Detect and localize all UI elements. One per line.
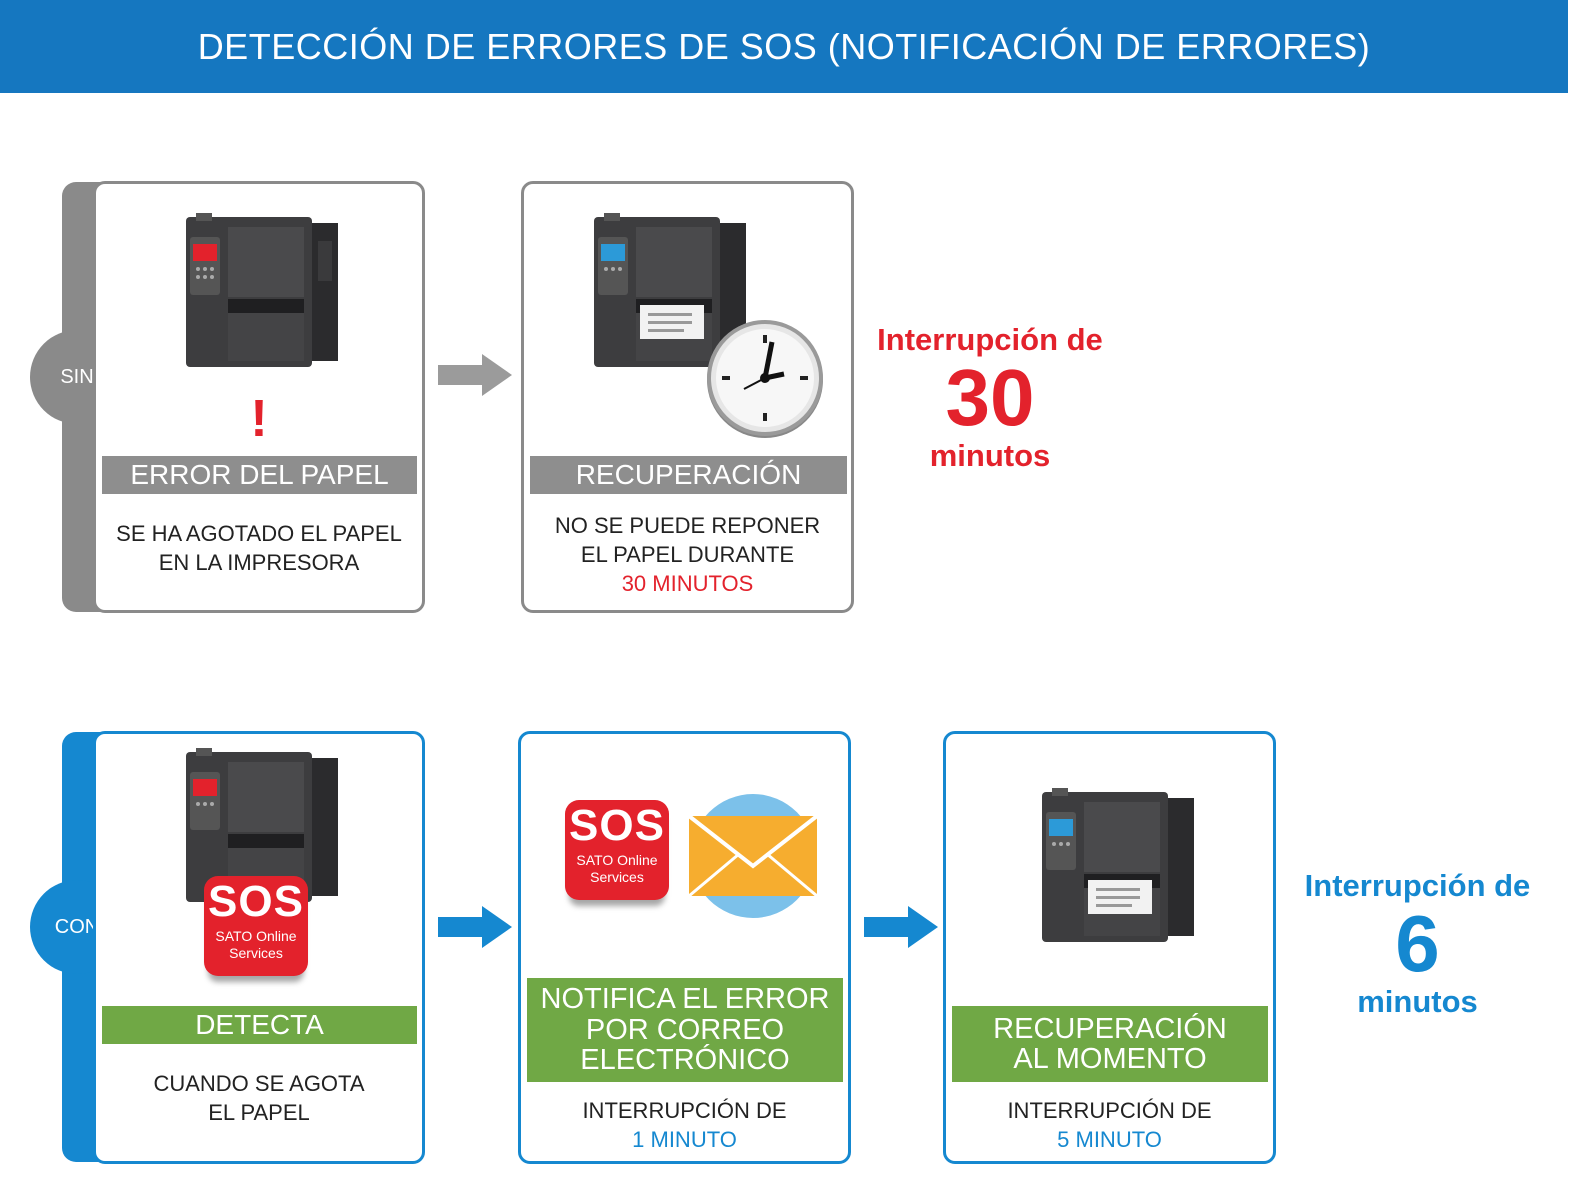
sos-badge-sub1: SATO Online [204, 928, 308, 945]
sin-step2-heading: RECUPERACIÓN [530, 456, 847, 494]
sin-step1-line2: EN LA IMPRESORA [96, 548, 422, 577]
arrow-right-icon [438, 906, 512, 948]
sos-badge-sub2: Services [204, 945, 308, 962]
sin-step1-desc: SE HA AGOTADO EL PAPEL EN LA IMPRESORA [96, 519, 422, 577]
sin-label-text: SIN [60, 366, 93, 389]
con-step3-desc: INTERRUPCIÓN DE 5 MINUTO [946, 1096, 1273, 1154]
con-step2-desc: INTERRUPCIÓN DE 1 MINUTO [521, 1096, 848, 1154]
con-step2-heading-l3: ELECTRÓNICO [580, 1045, 789, 1075]
sin-stat-line3: minutos [860, 438, 1120, 474]
printer-ok-icon [1038, 786, 1198, 946]
sos-badge: SOS SATO Online Services [565, 800, 669, 900]
con-step3-heading-l2: AL MOMENTO [1013, 1044, 1206, 1074]
arrow-right-icon [864, 906, 938, 948]
con-step3-line2: 5 MINUTO [946, 1125, 1273, 1154]
sin-step1-heading-text: ERROR DEL PAPEL [130, 460, 388, 489]
con-step2-heading: NOTIFICA EL ERROR POR CORREO ELECTRÓNICO [527, 978, 843, 1082]
con-step2-line1: INTERRUPCIÓN DE [521, 1096, 848, 1125]
con-step3-line1: INTERRUPCIÓN DE [946, 1096, 1273, 1125]
con-step2-heading-l2: POR CORREO [586, 1015, 784, 1045]
con-stat-value: 6 [1290, 904, 1545, 984]
con-step1-heading-text: DETECTA [195, 1010, 324, 1039]
con-step2-line2: 1 MINUTO [521, 1125, 848, 1154]
page-title: DETECCIÓN DE ERRORES DE SOS (NOTIFICACIÓ… [0, 0, 1568, 93]
sos-badge-big: SOS [565, 800, 669, 852]
con-step3-heading-l1: RECUPERACIÓN [993, 1014, 1227, 1044]
con-step1-desc: CUANDO SE AGOTA EL PAPEL [96, 1069, 422, 1127]
con-card-notify: SOS SATO Online Services NOTIFICA EL ERR… [518, 731, 851, 1164]
con-stat: Interrupción de 6 minutos [1290, 868, 1545, 1020]
sos-badge-sub1: SATO Online [565, 852, 669, 869]
error-mark-text: ! [250, 390, 267, 448]
sin-step2-line1: NO SE PUEDE REPONER [524, 511, 851, 540]
con-step1-line2: EL PAPEL [96, 1098, 422, 1127]
sin-step2-heading-text: RECUPERACIÓN [576, 460, 802, 489]
sin-step2-desc: NO SE PUEDE REPONER EL PAPEL DURANTE 30 … [524, 511, 851, 598]
email-icon [685, 790, 821, 920]
arrow-right-icon [438, 354, 512, 396]
sin-stat-value: 30 [860, 358, 1120, 438]
sos-badge: SOS SATO Online Services [204, 876, 308, 976]
printer-error-icon [182, 211, 342, 371]
sin-step2-line2: EL PAPEL DURANTE [524, 540, 851, 569]
sin-step1-line1: SE HA AGOTADO EL PAPEL [96, 519, 422, 548]
title-text: DETECCIÓN DE ERRORES DE SOS (NOTIFICACIÓ… [198, 26, 1371, 68]
con-step1-heading: DETECTA [102, 1006, 417, 1044]
sos-badge-big: SOS [204, 876, 308, 928]
con-card-recovery: RECUPERACIÓN AL MOMENTO INTERRUPCIÓN DE … [943, 731, 1276, 1164]
clock-icon [704, 317, 826, 439]
con-step1-line1: CUANDO SE AGOTA [96, 1069, 422, 1098]
sin-card-error: ! ERROR DEL PAPEL SE HA AGOTADO EL PAPEL… [93, 181, 425, 613]
con-card-detect: SOS SATO Online Services DETECTA CUANDO … [93, 731, 425, 1164]
error-exclamation: ! [96, 389, 422, 449]
con-step2-heading-l1: NOTIFICA EL ERROR [541, 984, 830, 1014]
sin-step2-line3: 30 MINUTOS [524, 569, 851, 598]
sos-badge-sub2: Services [565, 869, 669, 886]
sin-step1-heading: ERROR DEL PAPEL [102, 456, 417, 494]
con-step3-heading: RECUPERACIÓN AL MOMENTO [952, 1006, 1268, 1082]
sin-stat: Interrupción de 30 minutos [860, 322, 1120, 474]
sin-card-recovery: RECUPERACIÓN NO SE PUEDE REPONER EL PAPE… [521, 181, 854, 613]
con-stat-line3: minutos [1290, 984, 1545, 1020]
